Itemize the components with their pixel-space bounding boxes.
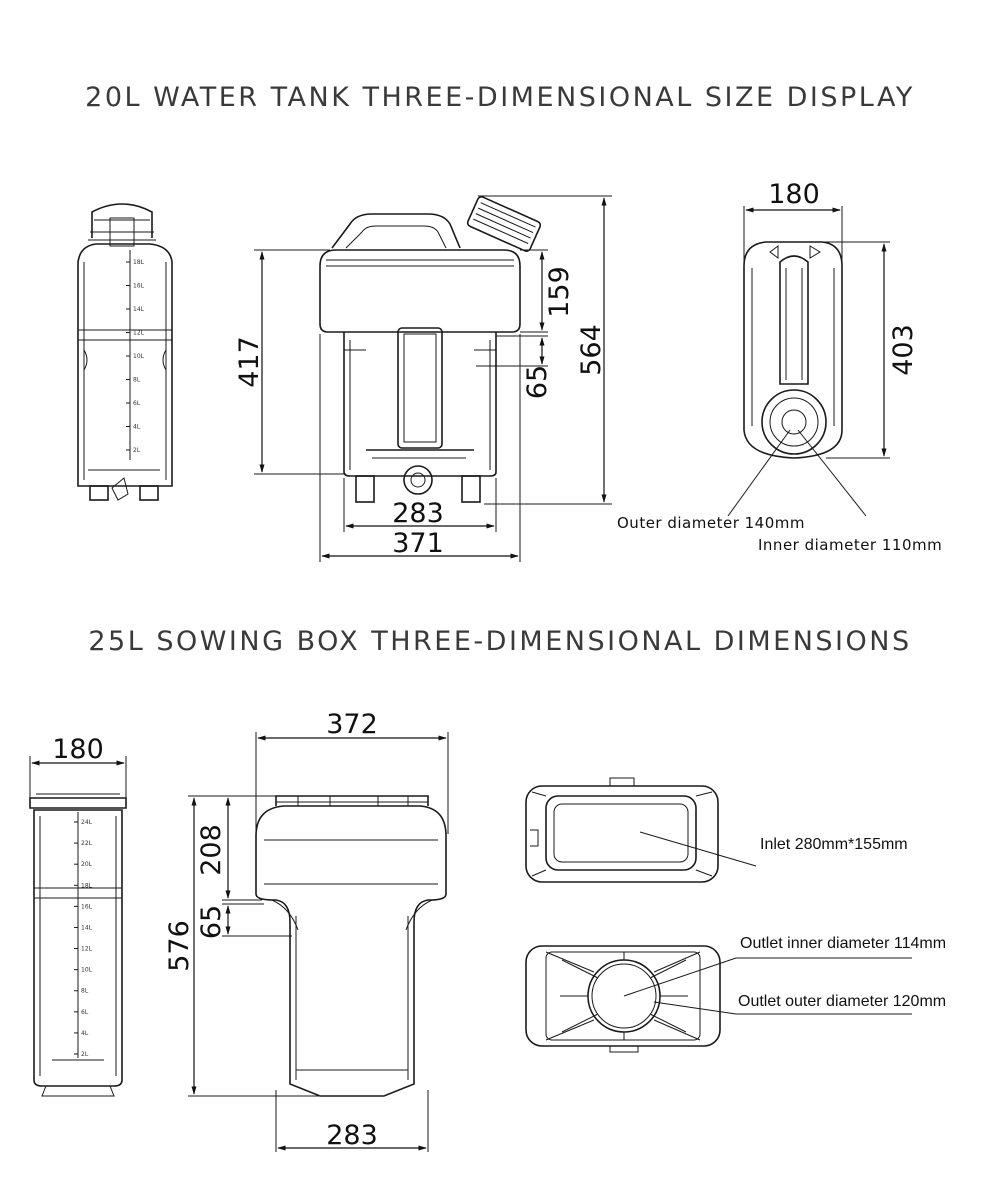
scale-label: 16L (133, 283, 145, 290)
water-tank-front-dims: 417 564 159 65 283 371 (234, 195, 612, 562)
dim-564: 564 (576, 324, 607, 376)
dim-371: 371 (392, 528, 444, 559)
sowing-box-side-view (29, 793, 127, 1097)
scale-label: 18L (81, 882, 93, 889)
water-tank-end-dims: 180 403 (727, 179, 919, 517)
sowing-box-scale-marks: 24L 22L 20L 18L 16L 14L 12L 10L 8L 6L 4L 2L (74, 819, 93, 1058)
inlet-note: Inlet 280mm*155mm (760, 836, 908, 853)
scale-label: 24L (81, 819, 93, 826)
scale-label: 2L (81, 1051, 89, 1058)
outlet-outer-leader (653, 1001, 737, 1015)
scale-label: 16L (81, 903, 93, 910)
dim-65-box: 65 (196, 905, 227, 939)
outlet-outer-note: Outlet outer diameter 120mm (738, 993, 946, 1010)
outer-diameter-note: Outer diameter 140mm (617, 514, 805, 532)
scale-label: 4L (133, 424, 141, 431)
sowing-box-title: 25L SOWING BOX THREE-DIMENSIONAL DIMENSI… (88, 626, 912, 657)
scale-label: 8L (81, 988, 89, 995)
dim-576: 576 (164, 920, 195, 972)
dim-403: 403 (888, 324, 919, 376)
scale-label: 10L (81, 967, 93, 974)
outlet-inner-note: Outlet inner diameter 114mm (740, 935, 946, 952)
scale-label: 6L (81, 1009, 89, 1016)
scale-label: 6L (133, 400, 141, 407)
dim-180-side: 180 (52, 734, 104, 765)
dim-159: 159 (544, 266, 575, 318)
dim-283-box: 283 (326, 1120, 378, 1151)
dim-208: 208 (196, 824, 227, 876)
scale-label: 12L (81, 946, 93, 953)
scale-label: 12L (133, 330, 145, 337)
water-tank-side-view (77, 203, 173, 501)
sowing-box-front-dims: 372 208 65 576 283 (164, 709, 449, 1152)
inner-diameter-note: Inner diameter 110mm (758, 536, 942, 554)
scale-label: 22L (81, 840, 93, 847)
scale-label: 2L (133, 447, 141, 454)
scale-label: 14L (81, 924, 93, 931)
scale-label: 8L (133, 377, 141, 384)
water-tank-end-view (743, 241, 843, 459)
dim-372: 372 (326, 709, 378, 740)
sowing-box-outlet-view (525, 945, 721, 1053)
scale-label: 18L (133, 259, 145, 266)
sowing-box-inlet-view (525, 777, 719, 883)
water-tank-scale-marks: 18L 16L 14L 12L 10L 8L 6L 4L 2L (126, 259, 145, 454)
scale-label: 10L (133, 353, 145, 360)
water-tank-front-view (319, 196, 542, 503)
outlet-inner-leader (623, 957, 737, 997)
water-tank-title: 20L WATER TANK THREE-DIMENSIONAL SIZE DI… (85, 82, 915, 113)
sowing-box-side-dims: 180 (29, 734, 127, 800)
scale-label: 14L (133, 306, 145, 313)
sowing-box-front-view (255, 795, 447, 1097)
dim-283: 283 (392, 498, 444, 529)
scale-label: 20L (81, 861, 93, 868)
dim-65: 65 (522, 365, 553, 399)
dim-180-top: 180 (768, 179, 820, 210)
dim-417: 417 (234, 336, 265, 388)
scale-label: 4L (81, 1030, 89, 1037)
inlet-leader (639, 831, 757, 867)
